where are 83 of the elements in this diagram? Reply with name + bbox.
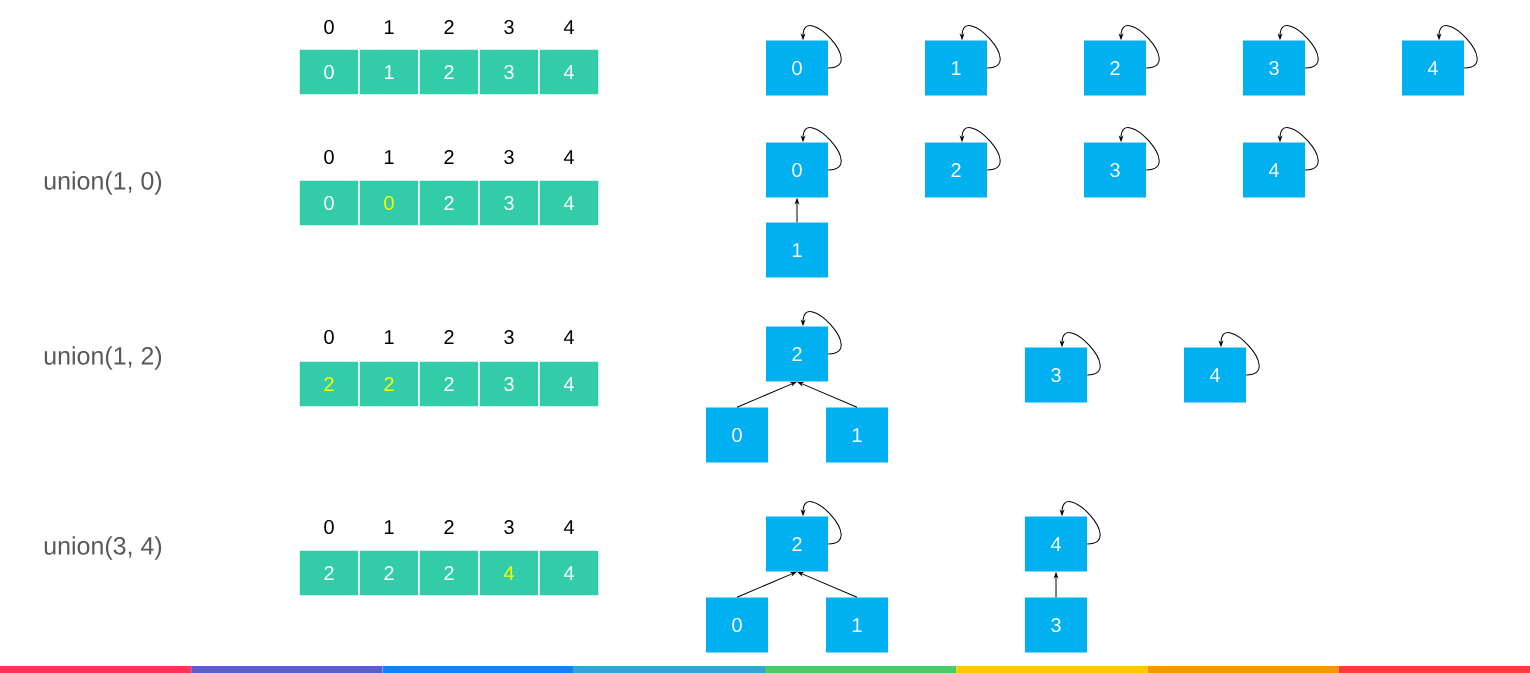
array-cell: 2 <box>298 549 360 597</box>
index-label: 1 <box>384 330 394 344</box>
index-label: 4 <box>563 520 574 534</box>
array-cell: 0 <box>358 179 420 227</box>
index-label: 4 <box>563 330 574 344</box>
array-cell: 4 <box>538 179 600 227</box>
arrow <box>736 571 797 598</box>
self-loop-arrow <box>1119 25 1160 69</box>
array-cell: 3 <box>478 360 540 408</box>
tree-node-box: 3 <box>1025 597 1087 653</box>
tree-node-box: 2 <box>766 326 828 382</box>
array-cell: 3 <box>478 179 540 227</box>
index-label: 4 <box>563 150 574 164</box>
arrow <box>797 381 858 408</box>
arrow <box>797 571 858 598</box>
tree-node-box: 3 <box>1243 40 1305 96</box>
tree-node-box: 4 <box>1243 142 1305 198</box>
index-label: 3 <box>504 19 514 35</box>
array-cell: 4 <box>478 549 540 597</box>
tree-node-box: 0 <box>706 597 768 653</box>
operation-label: union(3, 4) <box>44 536 162 560</box>
self-loop-arrow <box>960 25 1001 69</box>
tree-node-box: 2 <box>766 516 828 572</box>
arrow <box>736 381 797 408</box>
index-label: 3 <box>504 149 514 165</box>
tree-node-box: 2 <box>1084 40 1146 96</box>
arrow <box>1054 572 1058 598</box>
array-cell: 2 <box>418 549 480 597</box>
tree-node-box: 1 <box>826 597 888 653</box>
array-cell: 2 <box>358 549 420 597</box>
tree-node-box: 1 <box>826 407 888 463</box>
self-loop-arrow <box>801 311 842 355</box>
array-cell: 2 <box>358 360 420 408</box>
index-label: 2 <box>444 330 454 344</box>
array-cell: 0 <box>298 48 360 96</box>
tree-node-box: 4 <box>1184 347 1246 403</box>
index-label: 3 <box>504 519 514 535</box>
operation-label: union(1, 0) <box>44 171 162 195</box>
self-loop-arrow <box>1119 127 1160 171</box>
index-label: 4 <box>563 20 574 34</box>
operation-label: union(1, 2) <box>44 346 162 370</box>
index-label: 2 <box>444 20 454 34</box>
tree-node-box: 3 <box>1025 347 1087 403</box>
index-label: 1 <box>384 150 394 164</box>
self-loop-arrow <box>1219 332 1260 376</box>
index-label: 2 <box>444 520 454 534</box>
array-cell: 0 <box>298 179 360 227</box>
self-loop-arrow <box>1060 332 1101 376</box>
tree-node-box: 1 <box>766 222 828 278</box>
tree-node-box: 0 <box>766 142 828 198</box>
array-cell: 1 <box>358 48 420 96</box>
tree-node-box: 0 <box>766 40 828 96</box>
self-loop-arrow <box>1437 25 1478 69</box>
tree-node-box: 1 <box>925 40 987 96</box>
index-label: 0 <box>324 19 334 35</box>
tree-node-box: 2 <box>925 142 987 198</box>
index-label: 1 <box>384 20 394 34</box>
self-loop-arrow <box>1278 25 1319 69</box>
self-loop-arrow <box>1278 127 1319 171</box>
index-label: 1 <box>384 520 394 534</box>
array-cell: 2 <box>418 48 480 96</box>
tree-node-box: 0 <box>706 407 768 463</box>
array-cell: 4 <box>538 549 600 597</box>
index-label: 0 <box>324 519 334 535</box>
array-cell: 2 <box>418 179 480 227</box>
arrow <box>795 198 799 223</box>
tree-node-box: 3 <box>1084 142 1146 198</box>
self-loop-arrow <box>801 127 842 171</box>
tree-node-box: 4 <box>1025 516 1087 572</box>
array-cell: 2 <box>298 360 360 408</box>
self-loop-arrow <box>1060 501 1101 545</box>
array-cell: 4 <box>538 48 600 96</box>
array-cell: 4 <box>538 360 600 408</box>
index-label: 2 <box>444 150 454 164</box>
self-loop-arrow <box>960 127 1001 171</box>
array-cell: 2 <box>418 360 480 408</box>
index-label: 0 <box>324 329 334 345</box>
self-loop-arrow <box>801 25 842 69</box>
index-label: 0 <box>324 149 334 165</box>
index-label: 3 <box>504 329 514 345</box>
self-loop-arrow <box>801 501 842 545</box>
tree-node-box: 4 <box>1402 40 1464 96</box>
array-cell: 3 <box>478 48 540 96</box>
